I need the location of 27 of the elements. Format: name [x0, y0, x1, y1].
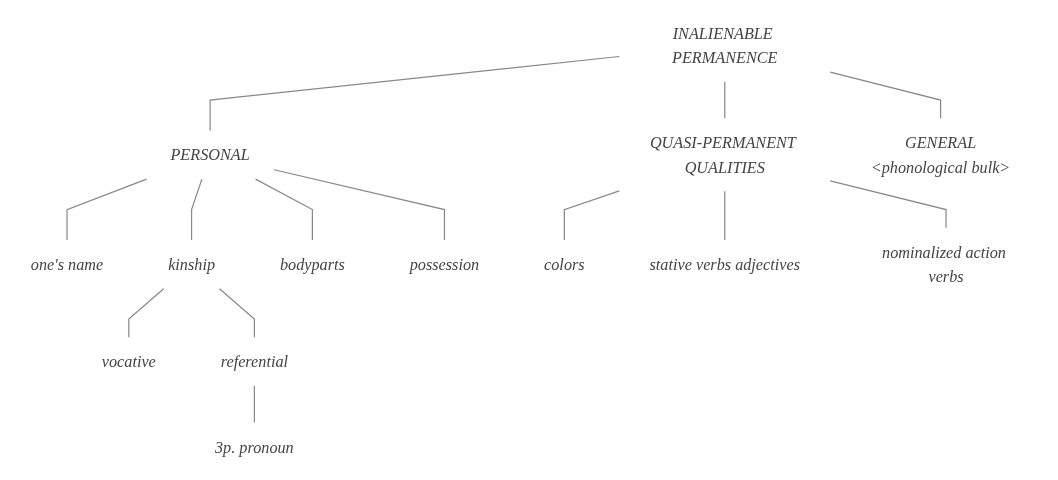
node-text: one's name	[30, 255, 104, 274]
connector	[218, 288, 255, 338]
connector	[829, 180, 947, 229]
connector	[724, 81, 726, 119]
connector	[191, 178, 203, 241]
node-text: INALIENABLE PERMANENCE	[672, 24, 778, 67]
node-text: referential	[220, 352, 289, 371]
node-text: possession	[409, 255, 480, 274]
node-text: kinship	[168, 255, 216, 274]
node-text: QUASI-PERMANENT QUALITIES	[649, 133, 796, 176]
connector	[829, 71, 942, 119]
connector	[66, 178, 148, 241]
node-text: stative verbs adjectives	[649, 255, 801, 274]
node-text: nominalized action verbs	[882, 243, 1006, 286]
node-text: vocative	[101, 352, 156, 371]
node-text: 3p. pronoun	[215, 437, 294, 456]
node-text: bodyparts	[279, 255, 345, 274]
connector	[209, 55, 620, 132]
node-text: GENERAL <phonological bulk>	[870, 133, 1011, 176]
node-text: colors	[544, 255, 585, 274]
node-text: PERSONAL	[170, 145, 250, 164]
connector	[563, 190, 620, 241]
connector	[253, 385, 255, 424]
connector	[273, 169, 446, 241]
connector	[724, 190, 726, 241]
connector	[254, 178, 313, 241]
connector	[128, 288, 165, 338]
